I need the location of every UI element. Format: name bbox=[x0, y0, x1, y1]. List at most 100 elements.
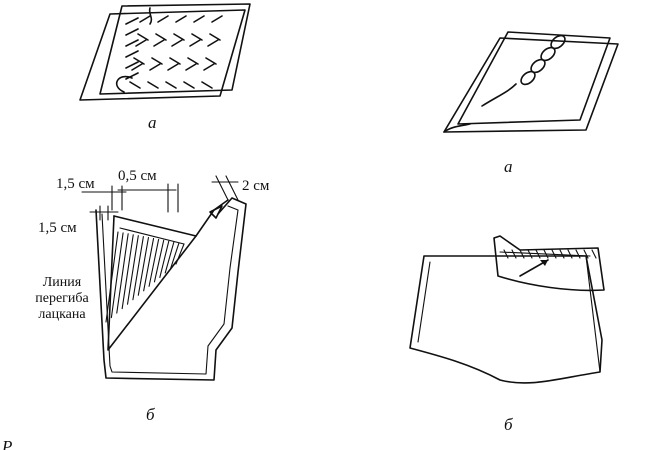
fabric-front-layer bbox=[99, 3, 251, 95]
pad-stitch bbox=[133, 57, 145, 65]
hatch-stitch bbox=[132, 236, 144, 301]
caption-bottom-right: б bbox=[504, 415, 513, 434]
pad-stitch bbox=[201, 81, 213, 89]
fold-label-line-2: перегиба bbox=[35, 291, 89, 306]
garment-right-edge bbox=[585, 255, 601, 373]
figure-bottom-left: 1,5 см 1,5 см 0,5 см 2 см Линия перегиба… bbox=[35, 168, 270, 424]
edge-stitch bbox=[125, 50, 139, 58]
pad-stitch bbox=[167, 63, 179, 71]
garment-side-edge bbox=[417, 261, 431, 343]
pad-stitch bbox=[137, 33, 149, 41]
edge-stitch bbox=[125, 72, 139, 80]
hatch-stitch bbox=[143, 237, 155, 292]
chain-stitch-loops bbox=[520, 34, 566, 86]
hem-stitch bbox=[519, 249, 525, 259]
fabric-top-layer bbox=[457, 31, 611, 125]
pad-stitch bbox=[135, 39, 147, 47]
pad-stitch bbox=[193, 15, 205, 23]
fold-edge bbox=[443, 123, 471, 133]
pad-stitch bbox=[203, 63, 215, 71]
pad-stitch bbox=[171, 39, 183, 47]
pad-stitch bbox=[207, 39, 219, 47]
fold-label-line-1: Линия bbox=[43, 275, 82, 290]
needle-arrow-head bbox=[540, 260, 548, 266]
pad-stitch bbox=[129, 81, 141, 89]
hem-stitch bbox=[575, 249, 581, 259]
pad-stitch bbox=[187, 57, 199, 65]
hatch-stitch bbox=[137, 236, 150, 296]
hatch-stitch bbox=[121, 234, 134, 310]
caption-bottom-left: б bbox=[146, 405, 155, 424]
pad-stitch bbox=[169, 57, 181, 65]
dimension-lines bbox=[81, 175, 239, 221]
thread-end bbox=[115, 75, 133, 93]
dim-label-right: 2 см bbox=[242, 178, 270, 194]
pad-stitch bbox=[205, 57, 217, 65]
hem-stitch bbox=[583, 249, 589, 259]
hem-stitch bbox=[535, 249, 541, 259]
figure-top-right: а bbox=[443, 31, 619, 176]
dim-tick bbox=[215, 175, 229, 201]
pad-stitch bbox=[209, 33, 221, 41]
pad-stitch bbox=[191, 33, 203, 41]
pad-stitch bbox=[185, 63, 197, 71]
hem-turned-up bbox=[493, 235, 605, 292]
pad-stitch bbox=[173, 33, 185, 41]
page-fragment-letter: Р bbox=[1, 437, 12, 450]
dim-label-top-left: 1,5 см bbox=[56, 176, 95, 192]
hem-stitch bbox=[591, 249, 597, 259]
pad-stitch bbox=[131, 63, 143, 71]
hatch-stitch bbox=[175, 243, 185, 265]
caption-top-right: а bbox=[504, 157, 513, 176]
pad-stitch bbox=[151, 57, 163, 65]
edge-stitch bbox=[125, 39, 139, 47]
hem-seam-line bbox=[499, 251, 591, 257]
thread-top bbox=[148, 7, 153, 25]
pad-stitch bbox=[183, 81, 195, 89]
pad-stitch bbox=[139, 15, 151, 23]
pad-stitch bbox=[211, 15, 223, 23]
hatch-stitch bbox=[164, 241, 175, 274]
hatch-stitch bbox=[148, 238, 160, 287]
lapel-pad-stitches bbox=[105, 231, 185, 323]
hem-stitch bbox=[503, 249, 509, 259]
pad-stitch bbox=[165, 81, 177, 89]
pad-stitch bbox=[189, 39, 201, 47]
edge-stitch bbox=[125, 28, 139, 36]
hatch-stitch bbox=[153, 239, 165, 283]
garment-outline bbox=[95, 197, 247, 381]
hem-stitches bbox=[503, 249, 597, 259]
hem-stitch bbox=[511, 249, 517, 259]
lapel-inner-edge bbox=[119, 227, 185, 245]
lapel-notch bbox=[209, 205, 223, 219]
dim-label-middle: 0,5 см bbox=[118, 168, 157, 184]
garment-lower-panel bbox=[409, 255, 603, 384]
chain-loop bbox=[550, 34, 566, 50]
garment-inner-outline bbox=[101, 205, 239, 375]
edge-stitch bbox=[125, 17, 139, 25]
pad-stitch bbox=[157, 15, 169, 23]
fold-label-line-3: лацкана bbox=[38, 307, 86, 322]
hem-stitch bbox=[527, 249, 533, 259]
pad-stitch bbox=[175, 15, 187, 23]
thread-tail bbox=[481, 83, 517, 107]
dim-label-left: 1,5 см bbox=[38, 220, 77, 236]
figure-top-left: а bbox=[79, 3, 251, 132]
hatch-stitch bbox=[170, 242, 180, 270]
hatch-stitch bbox=[105, 231, 119, 323]
hatch-stitch bbox=[126, 235, 139, 305]
hem-stitch bbox=[551, 249, 557, 259]
hem-stitch bbox=[543, 249, 549, 259]
pad-stitch bbox=[155, 33, 167, 41]
pad-stitch bbox=[153, 39, 165, 47]
hem-stitch bbox=[567, 249, 573, 259]
fabric-bottom-layer bbox=[443, 37, 619, 133]
pad-stitch-rows bbox=[125, 15, 223, 89]
hem-stitch bbox=[559, 249, 565, 259]
lapel-top-edge bbox=[113, 199, 229, 237]
pad-stitch bbox=[147, 81, 159, 89]
figure-bottom-right: б bbox=[409, 235, 605, 434]
caption-top-left: а bbox=[148, 113, 157, 132]
